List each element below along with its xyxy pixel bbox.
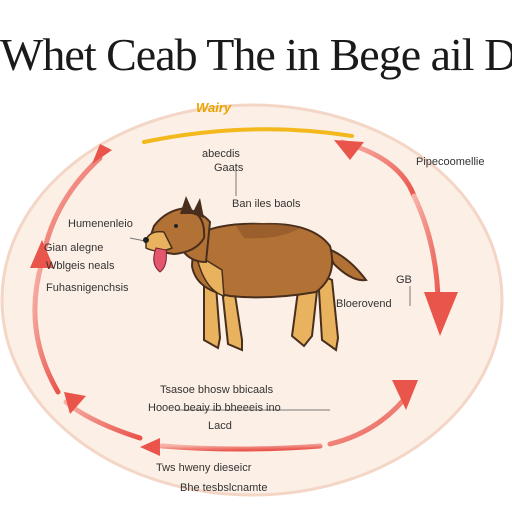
label-top-center-1: abecdis [202,148,240,160]
label-left-4: Fuhasnigenchsis [46,282,129,294]
arrowhead-top-left [92,144,112,164]
label-left-1: Humenenleio [68,218,133,230]
arrowhead-bottom-right [392,380,418,410]
diagram-title: Whet Ceab The in Bege ail De [0,29,512,80]
label-bottom-center-3: Lacd [208,420,232,432]
arrowheads [30,140,458,456]
arrowhead-right [424,292,458,336]
top-accent-line [142,127,354,144]
label-top-center-2: Gaats [214,162,244,174]
arrowhead-top-right [334,140,364,160]
arrowhead-bottom-left [64,392,86,414]
background-oval [0,103,504,497]
label-bottom-1: Tws hweny dieseicr [156,462,252,474]
label-bottom-center-1: Tsasoe bhosw bbicaals [160,384,274,396]
label-right-line: Bloerovend [336,298,392,310]
arrowhead-left [30,240,54,268]
label-top-right: Pipecoomellie [416,156,485,168]
arrowhead-bottom [140,438,160,456]
label-left-2: Gian alegne [44,242,104,254]
dog-illustration [143,196,368,352]
label-left-3: Wblgeis neals [46,260,115,272]
label-bottom-2: Bhe tesbslcnamte [180,482,268,494]
label-right-small: GB [396,274,412,286]
label-bottom-center-2: Hooeo beaiy ib bheeeis ino [148,402,281,414]
label-near-dog: Ban iles baols [232,198,301,210]
top-tag-label: Wairy [196,100,232,115]
